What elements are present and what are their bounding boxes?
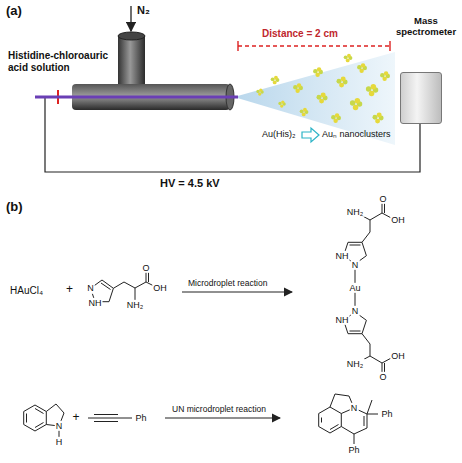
gold-complex-structure (344, 201, 395, 375)
atom-label: H (55, 437, 64, 447)
atom-label: Au (348, 283, 361, 293)
distance-line (238, 45, 390, 46)
atom-label: Ph (380, 409, 393, 419)
cluster-dot (357, 65, 361, 69)
text-label: HV = 4.5 kV (160, 177, 220, 190)
phenylacetylene-structure (88, 415, 132, 422)
atom-label: OH (390, 215, 406, 225)
cluster-dot (350, 100, 356, 106)
text-label: Histidine-chloroauric acid solution (8, 50, 113, 73)
text-label: + (66, 283, 73, 297)
cluster-dot (384, 71, 388, 75)
gas-inlet-top (118, 32, 145, 40)
text-label: Microdroplet reaction (188, 279, 267, 289)
atom-label: + (71, 411, 80, 425)
spectrometer-box (400, 72, 442, 124)
atom-label: NH₂ (346, 359, 365, 369)
atom-label: Ph (347, 445, 360, 455)
cluster-dot (259, 88, 262, 91)
cluster-dot (380, 73, 384, 77)
cluster-dot (274, 76, 278, 80)
reaction-arrow (165, 417, 280, 418)
cluster-dot (377, 113, 382, 118)
atom-label: O (378, 194, 387, 204)
atom-label: NH (335, 251, 350, 261)
conversion-arrow (302, 128, 319, 142)
atom-label: O (141, 263, 150, 273)
gas-arrow (130, 6, 131, 31)
text-label: N₂ (137, 4, 150, 17)
spray-plume (234, 52, 395, 145)
cluster-dot (366, 86, 372, 92)
cluster-dot (331, 115, 335, 119)
cluster-dot (281, 100, 284, 103)
gas-inlet (118, 36, 145, 86)
atom-label: N (351, 260, 360, 270)
node-heading: Mass spectrometer (394, 16, 458, 38)
cluster-dot (341, 77, 346, 82)
cluster-dot (317, 67, 321, 71)
cluster-dot (347, 54, 351, 58)
text-label: Au(His)₂ (262, 129, 296, 139)
cluster-dot (271, 77, 275, 81)
text-label: UN microdroplet reaction (172, 405, 266, 415)
cluster-dot (297, 83, 301, 87)
text-label: (a) (6, 4, 22, 19)
cluster-dot (278, 102, 281, 105)
atom-label: Ph (134, 413, 147, 423)
cluster-dot (293, 85, 297, 89)
cluster-dot (256, 90, 259, 93)
cluster-dot (316, 95, 321, 100)
atom-label: N (86, 283, 95, 293)
cluster-dot (313, 69, 317, 73)
tricyclic-product-structure (319, 394, 378, 444)
cluster-dot (336, 79, 341, 84)
cluster-dot (335, 113, 339, 117)
atom-label: N (55, 421, 64, 431)
nanocluster-dots (256, 54, 390, 124)
cluster-dot (321, 93, 326, 98)
cluster-dot (372, 115, 377, 120)
atom-label: N (351, 306, 360, 316)
distance-tick (237, 41, 238, 51)
text-label: HAuCl₄ (10, 285, 43, 297)
indoline-structure (24, 404, 64, 440)
atom-label: OH (390, 351, 406, 361)
atom-label: NH₂ (346, 207, 365, 217)
atom-label: OH (152, 283, 168, 293)
cluster-dot (361, 63, 365, 67)
atom-label: O (378, 372, 387, 382)
distance-tick (389, 41, 390, 51)
text-label: Auₙ nanoclusters (322, 129, 391, 139)
atom-label: NH (88, 297, 103, 307)
atom-label: NH₂ (126, 300, 145, 310)
text-label: (b) (6, 200, 23, 215)
cluster-dot (371, 84, 377, 90)
reaction-arrow (182, 291, 292, 292)
atom-label: NH (335, 315, 350, 325)
cluster-dot (303, 108, 307, 112)
atom-label: N (350, 403, 359, 413)
instrument-node: Mass spectrometer (394, 16, 458, 124)
cluster-dot (300, 109, 304, 113)
cluster-dot (355, 98, 361, 104)
capillary (35, 96, 238, 99)
cluster-dot (344, 55, 348, 59)
text-label: Distance = 2 cm (262, 28, 338, 40)
